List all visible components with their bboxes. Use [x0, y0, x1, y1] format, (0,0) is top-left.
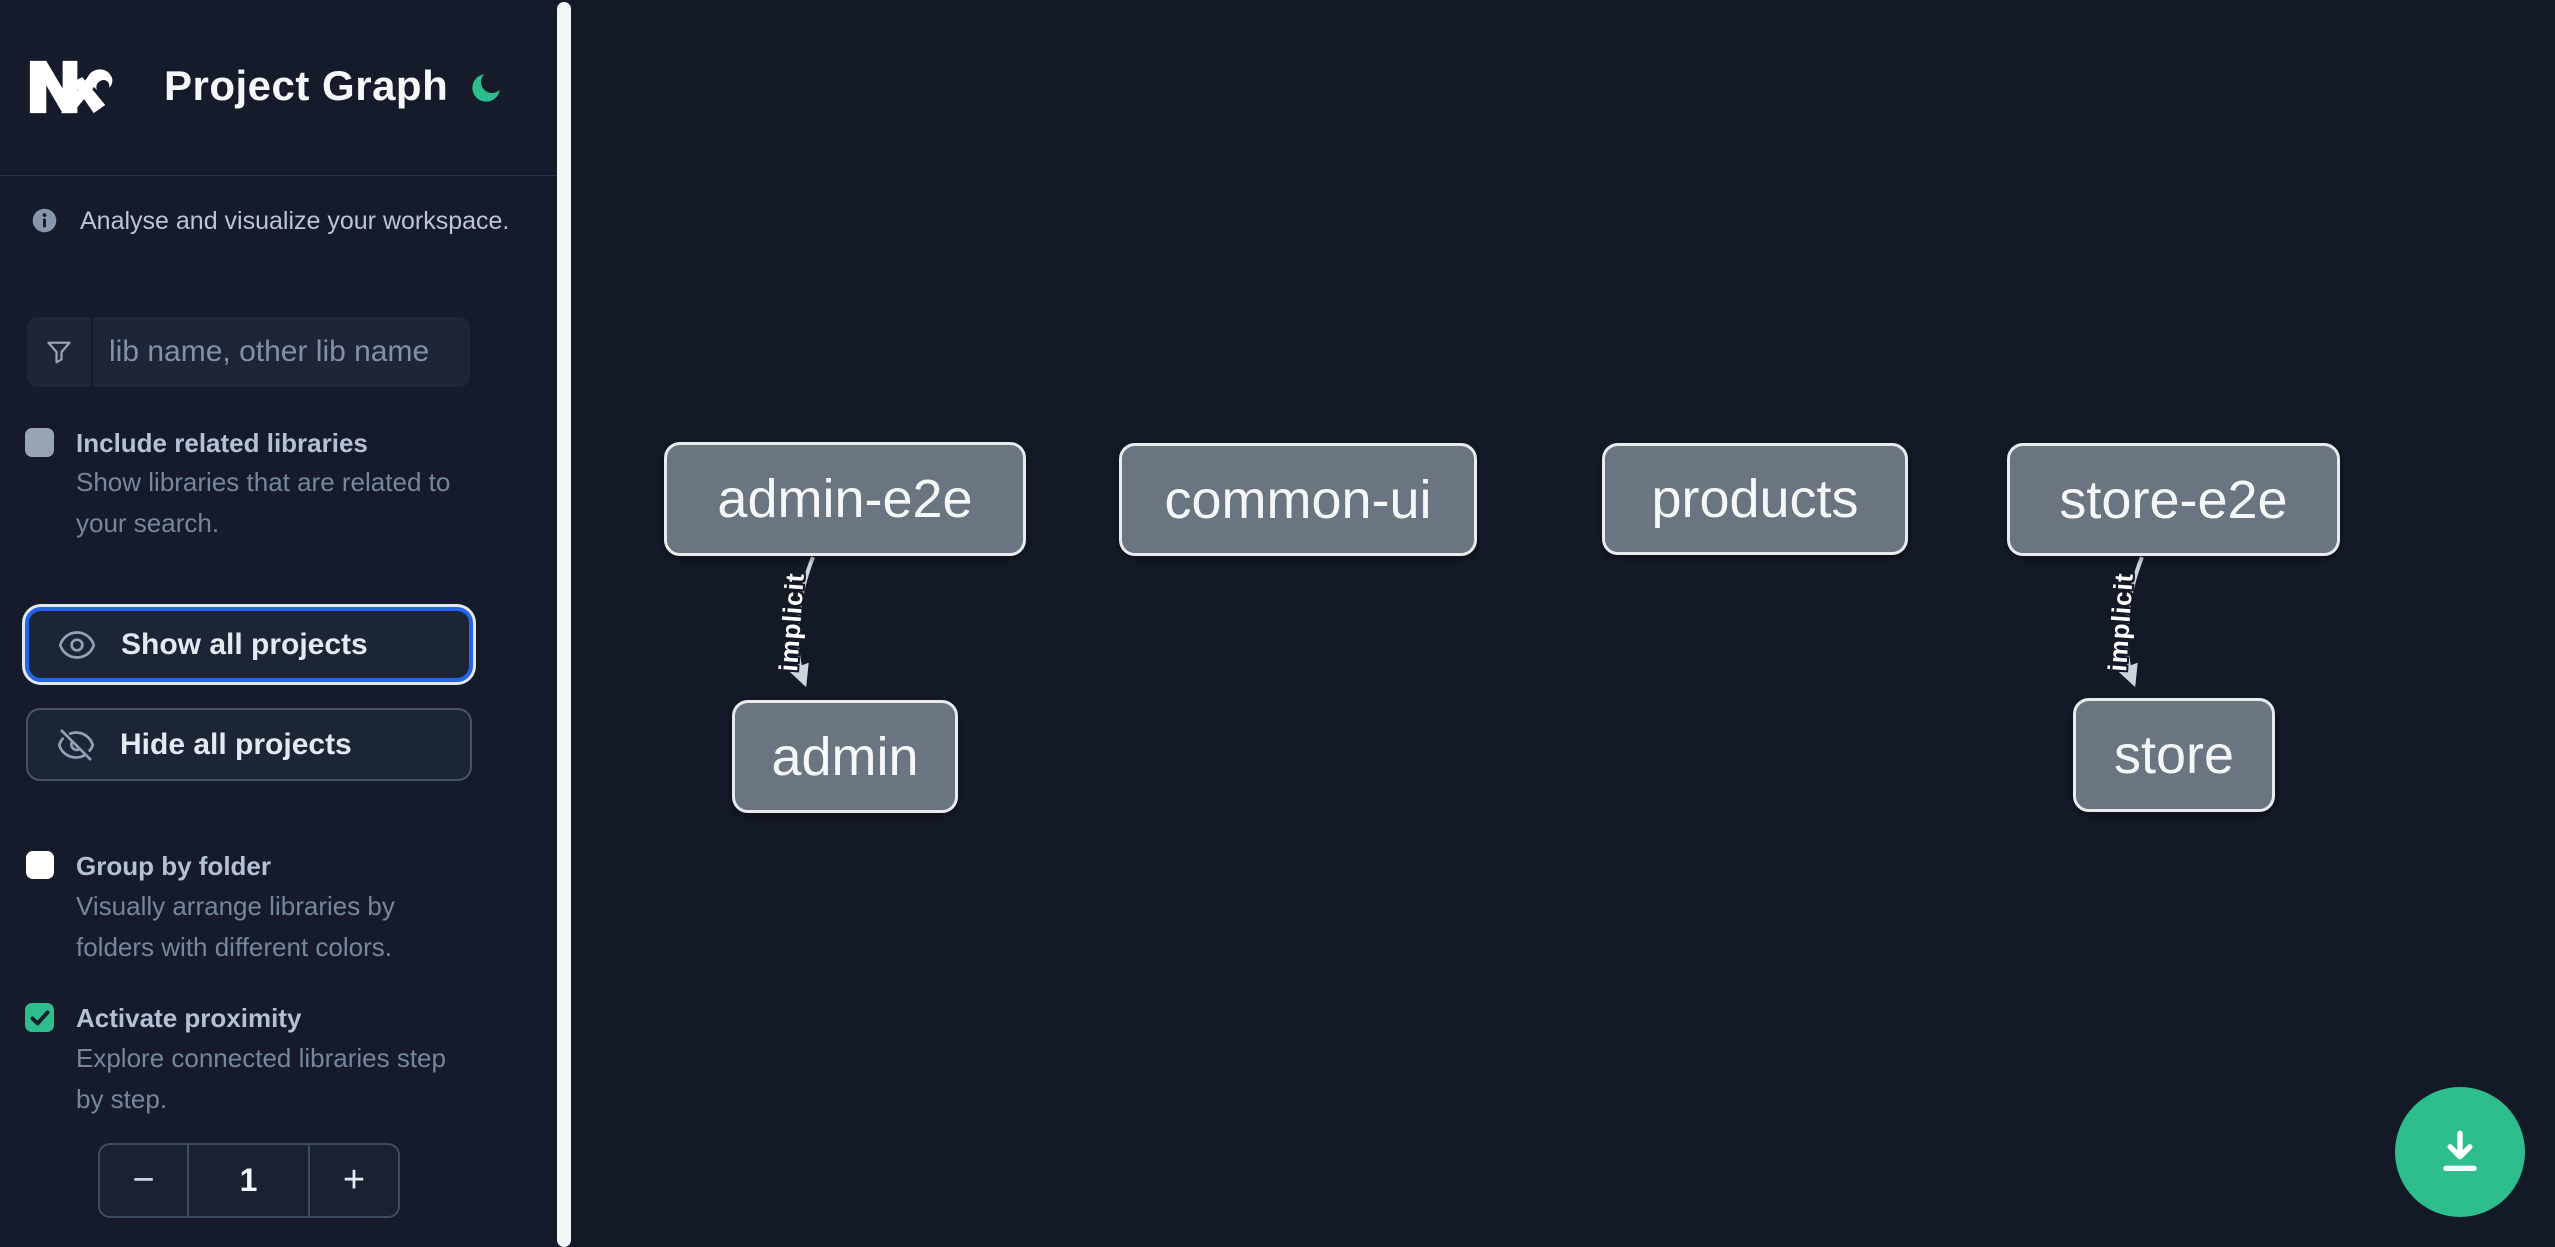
graph-node-admin-e2e[interactable]: admin-e2e: [664, 442, 1026, 556]
activate-proximity-label: Activate proximity: [76, 1003, 302, 1033]
activate-proximity-checkbox[interactable]: [25, 1003, 54, 1032]
graph-node-store-e2e[interactable]: store-e2e: [2007, 443, 2340, 556]
description-line: your search.: [76, 508, 220, 538]
sidebar: Project Graph Analyse and visualize your…: [0, 0, 557, 1247]
edge-admin-e2e-to-admin: [788, 556, 815, 688]
moon-icon[interactable]: [468, 70, 504, 106]
show-all-projects-label: Show all projects: [121, 627, 368, 661]
proximity-depth-value: 1: [187, 1145, 310, 1216]
group-by-folder-label: Group by folder: [76, 851, 271, 881]
graph-canvas[interactable]: implicit implicit admin-e2e common-ui pr…: [571, 0, 2555, 1247]
eye-icon: [58, 630, 96, 659]
nx-logo: [29, 60, 113, 114]
include-related-checkbox[interactable]: [25, 428, 54, 457]
search-box: [27, 317, 470, 387]
checkmark-icon: [30, 1010, 49, 1025]
download-icon: [2443, 1130, 2477, 1172]
include-related-description: Show libraries that are related to your …: [76, 462, 488, 544]
proximity-stepper: − 1 +: [98, 1143, 400, 1218]
group-by-folder-checkbox[interactable]: [26, 851, 54, 879]
search-input[interactable]: [93, 317, 470, 387]
graph-node-common-ui[interactable]: common-ui: [1119, 443, 1477, 556]
increment-button[interactable]: +: [342, 1159, 366, 1201]
description-line: by step.: [76, 1084, 168, 1114]
edge-store-e2e-to-store: [2117, 556, 2144, 688]
hide-all-projects-button[interactable]: Hide all projects: [26, 708, 472, 781]
include-related-label: Include related libraries: [76, 428, 368, 458]
graph-node-admin[interactable]: admin: [732, 700, 958, 813]
page-title: Project Graph: [164, 62, 449, 109]
filter-funnel-icon: [27, 317, 93, 387]
eye-slash-icon: [57, 729, 95, 760]
activate-proximity-description: Explore connected libraries step by step…: [76, 1038, 488, 1120]
info-icon: [32, 208, 57, 233]
sidebar-scrollbar[interactable]: [557, 2, 571, 1247]
description-line: folders with different colors.: [76, 932, 392, 962]
description-line: Show libraries that are related to: [76, 467, 451, 497]
graph-edges: [788, 556, 2144, 688]
tagline: Analyse and visualize your workspace.: [80, 207, 510, 235]
sidebar-header: Project Graph: [0, 0, 557, 176]
group-by-folder-description: Visually arrange libraries by folders wi…: [76, 886, 488, 968]
graph-node-store[interactable]: store: [2073, 698, 2275, 812]
download-image-button[interactable]: [2395, 1087, 2525, 1217]
description-line: Explore connected libraries step: [76, 1043, 446, 1073]
hide-all-projects-label: Hide all projects: [120, 727, 352, 761]
show-all-projects-button[interactable]: Show all projects: [25, 607, 473, 682]
decrement-button[interactable]: −: [132, 1159, 155, 1201]
graph-node-products[interactable]: products: [1602, 443, 1908, 555]
description-line: Visually arrange libraries by: [76, 891, 395, 921]
